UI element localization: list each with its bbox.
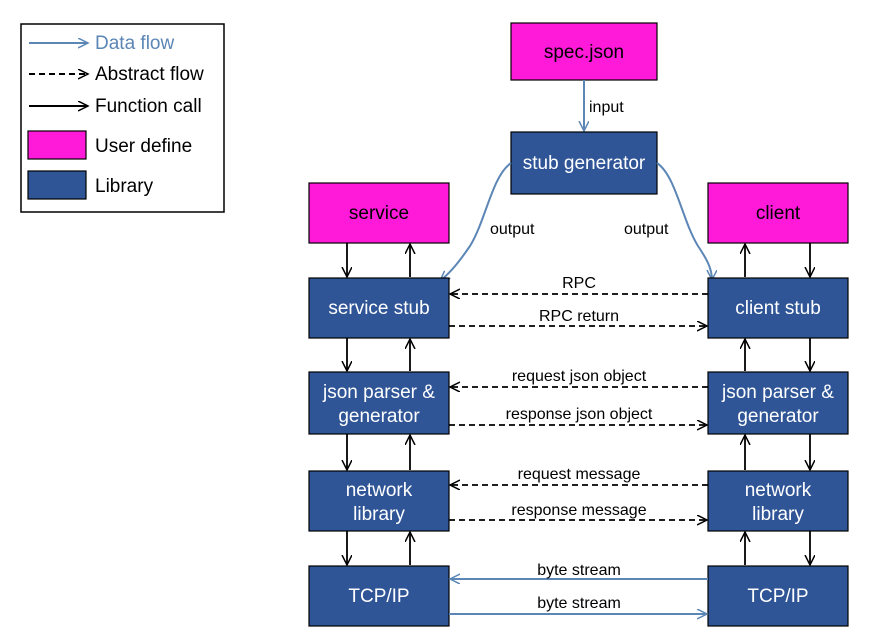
client-network-label-line1: network: [745, 480, 812, 501]
service-tcp-label: TCP/IP: [348, 586, 409, 607]
client-json-parser-label-line2: generator: [737, 406, 819, 427]
output-right-label: output: [624, 221, 669, 238]
service-network-label-line1: network: [346, 480, 413, 501]
rpc-label: RPC: [562, 275, 596, 292]
legend: Data flow Abstract flow Function call Us…: [20, 23, 225, 213]
legend-library-swatch: [27, 170, 87, 200]
legend-data-flow-label: Data flow: [95, 33, 174, 54]
output-left-label: output: [490, 221, 535, 238]
response-json-object-label: response json object: [506, 406, 653, 423]
rpc-return-label: RPC return: [539, 308, 619, 325]
byte-stream-bottom-label: byte stream: [537, 595, 621, 612]
service-json-parser-box: [308, 371, 450, 435]
output-right-curve: [656, 162, 712, 280]
legend-library-label: Library: [95, 176, 154, 197]
byte-stream-top-label: byte stream: [537, 562, 621, 579]
client-json-parser-label-line1: json parser &: [721, 382, 834, 403]
service-json-parser-label-line2: generator: [338, 406, 420, 427]
client-label: client: [756, 203, 801, 224]
legend-abstract-flow-label: Abstract flow: [95, 64, 204, 85]
client-tcp-box: [707, 565, 849, 627]
client-stub-label: client stub: [735, 298, 821, 319]
request-message-label: request message: [518, 466, 641, 483]
response-message-label: response message: [511, 502, 646, 519]
service-label: service: [349, 203, 409, 224]
client-network-library-box: [707, 470, 849, 532]
service-stub-box: [308, 277, 450, 339]
spec-json-box: [510, 22, 658, 81]
service-box: [308, 182, 450, 244]
client-box: [707, 182, 849, 244]
input-label: input: [589, 99, 624, 116]
output-left-curve: [440, 162, 512, 281]
legend-function-call-label: Function call: [95, 96, 202, 117]
client-json-parser-box: [707, 371, 849, 435]
legend-user-define-label: User define: [95, 136, 192, 157]
service-network-library-box: [308, 470, 450, 532]
request-json-object-label: request json object: [512, 368, 647, 385]
spec-json-label: spec.json: [544, 42, 624, 63]
client-tcp-label: TCP/IP: [747, 586, 808, 607]
client-stub-box: [707, 277, 849, 339]
service-network-label-line2: library: [353, 504, 405, 525]
service-tcp-box: [308, 565, 450, 627]
legend-user-define-swatch: [27, 130, 87, 160]
service-json-parser-label-line1: json parser &: [322, 382, 435, 403]
client-network-label-line2: library: [752, 504, 804, 525]
service-stub-label: service stub: [328, 298, 429, 319]
stub-generator-box: [510, 131, 658, 195]
stub-generator-label: stub generator: [523, 153, 646, 174]
